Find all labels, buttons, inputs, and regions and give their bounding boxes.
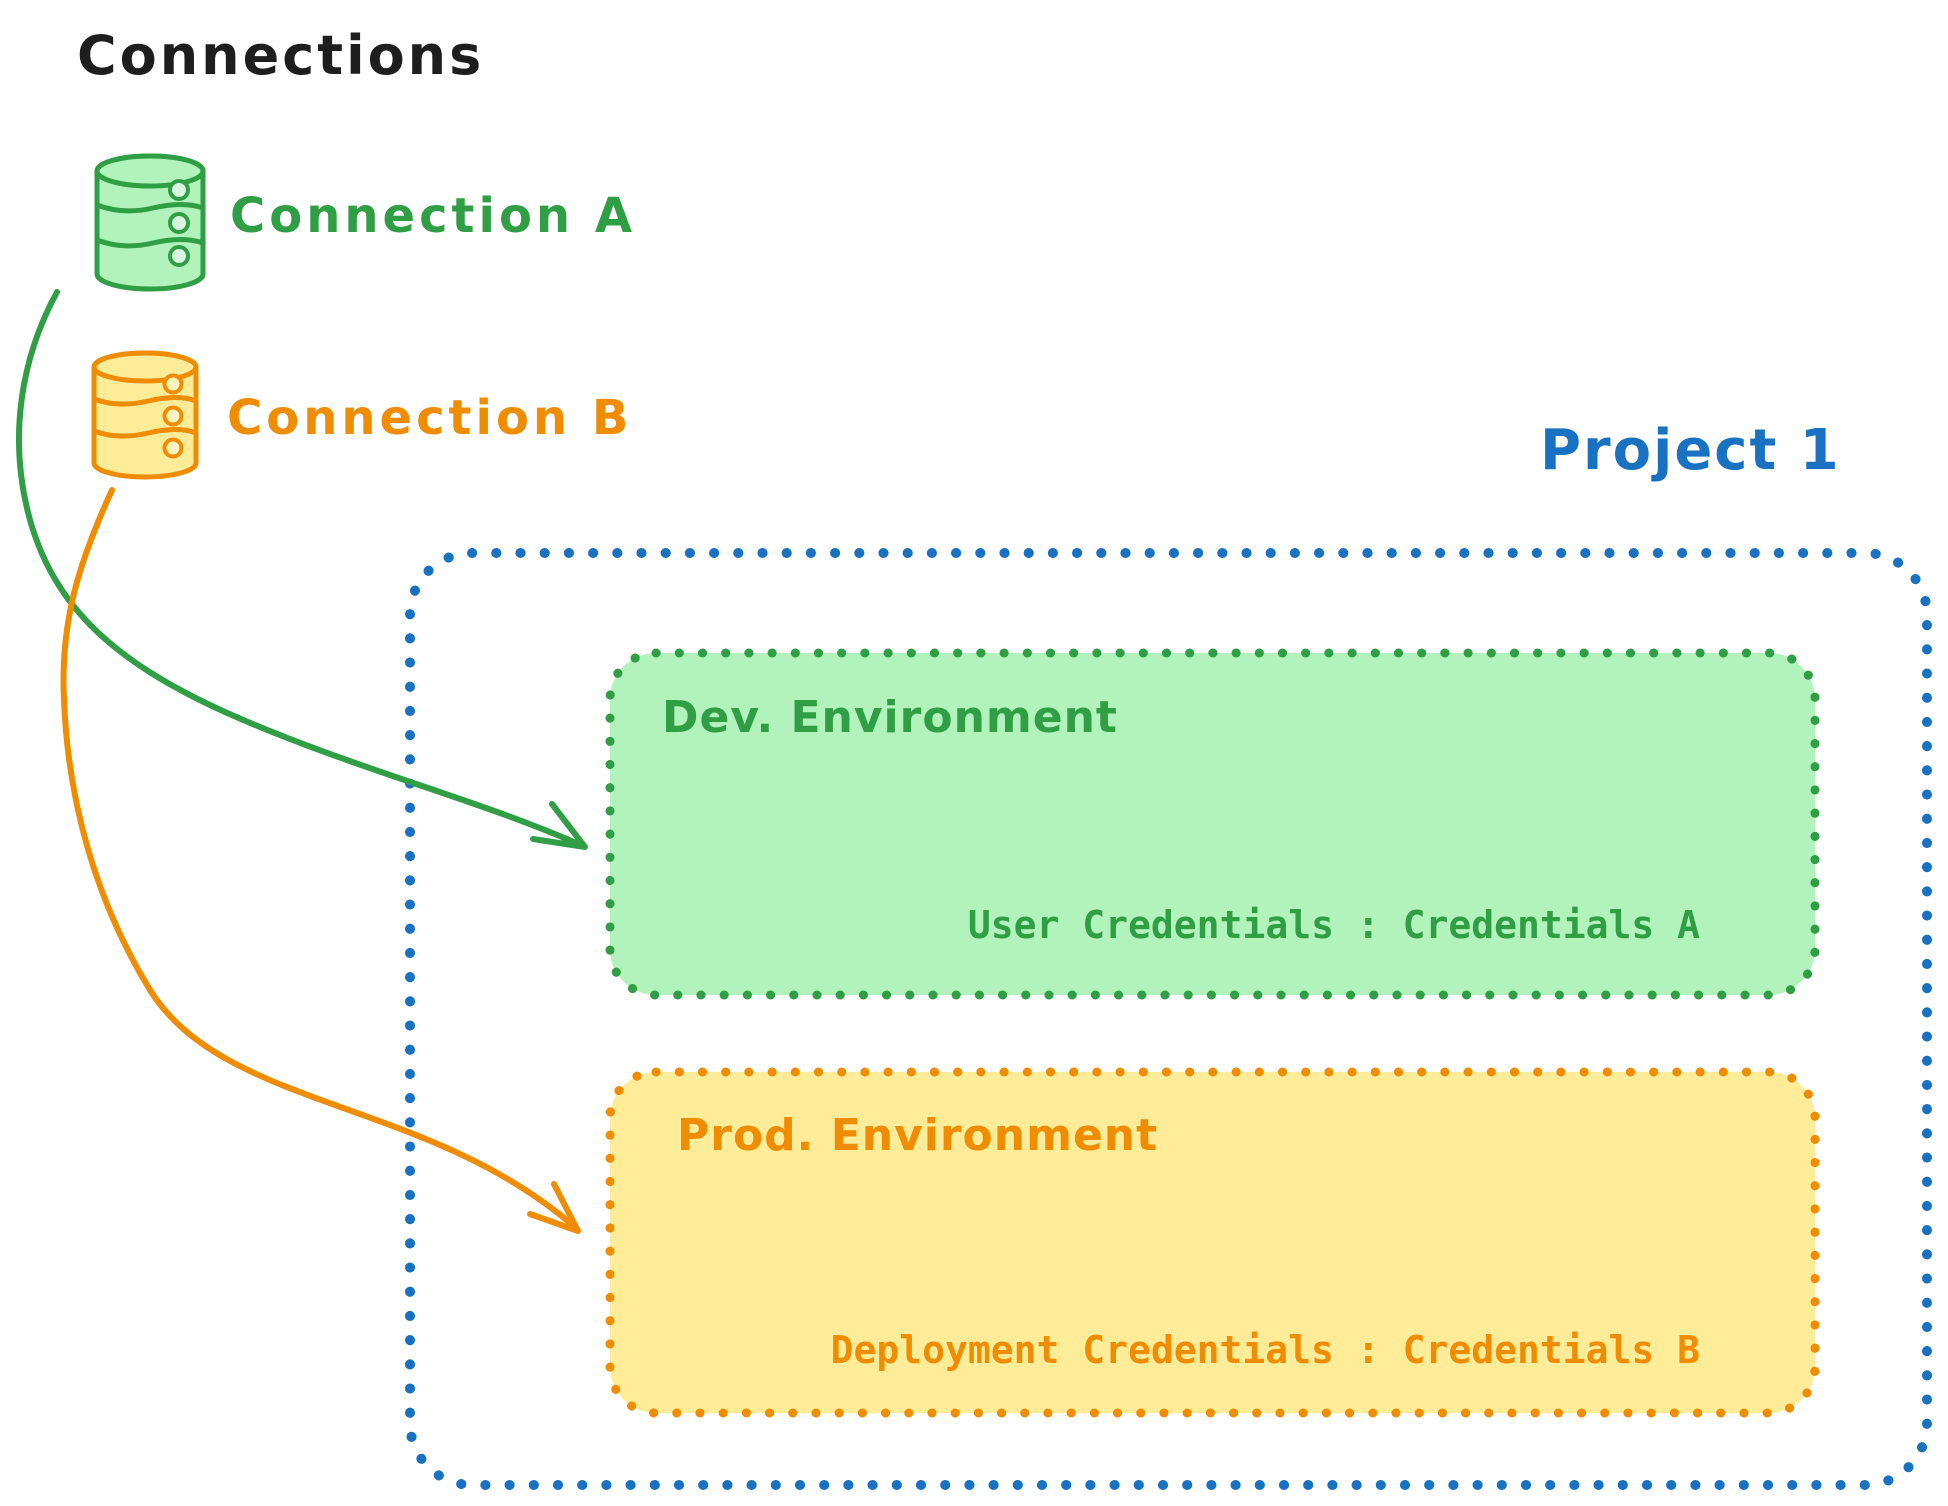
dev-credentials-text: User Credentials : Credentials A — [967, 903, 1700, 947]
arrowhead-orange — [527, 1181, 581, 1234]
dev-environment-box — [605, 648, 1820, 1000]
arrow-line-green — [16, 289, 586, 849]
db-led — [168, 212, 190, 234]
db-led — [162, 437, 184, 459]
db-band-line — [91, 427, 199, 439]
db-led — [162, 405, 184, 427]
db-band-line — [91, 395, 199, 407]
db-led — [162, 373, 184, 395]
connection-b-label: Connection B — [227, 390, 633, 446]
dev-environment-title: Dev. Environment — [662, 692, 1118, 743]
arrow-connection-a-to-dev — [16, 289, 588, 850]
project-1-label: Project 1 — [1540, 418, 1841, 483]
db-led — [168, 245, 190, 267]
prod-environment-title: Prod. Environment — [677, 1110, 1159, 1161]
db-band-line — [94, 202, 206, 214]
database-icon-connection-a — [94, 153, 206, 292]
prod-environment-box — [605, 1067, 1820, 1418]
prod-credentials-text: Deployment Credentials : Credentials B — [830, 1328, 1700, 1372]
arrow-connection-b-to-prod — [60, 487, 581, 1234]
db-top — [91, 350, 199, 384]
db-top — [94, 153, 206, 189]
database-icon-connection-b — [91, 350, 199, 480]
connection-a-label: Connection A — [230, 188, 636, 244]
arrow-line-orange — [60, 487, 579, 1231]
arrowhead-green — [530, 801, 588, 850]
db-led — [168, 179, 190, 201]
db-band-line — [94, 237, 206, 249]
diagram-title: Connections — [77, 24, 485, 87]
